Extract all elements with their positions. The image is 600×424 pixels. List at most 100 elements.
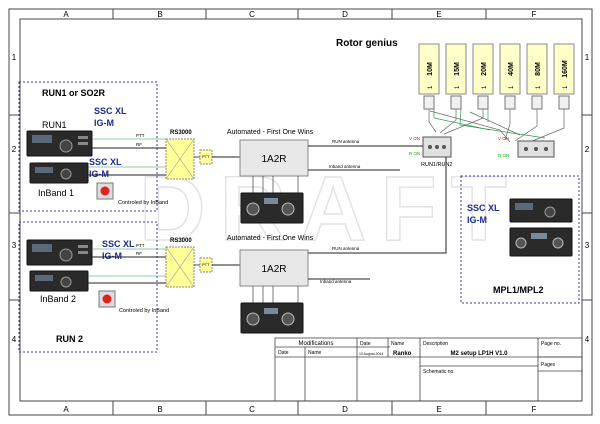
- row-label-1: 1: [12, 53, 17, 62]
- mod-name-header: Name: [308, 350, 322, 356]
- bottom-ptt-label: PTT: [136, 243, 145, 248]
- run2-group-box: [18, 221, 158, 353]
- antenna-band: 15M: [454, 62, 461, 76]
- name-column-header: Name: [391, 341, 405, 347]
- name-value: Ranko: [393, 351, 412, 357]
- top-rf-label: RF: [136, 142, 142, 147]
- run1-amp-label-2: IG-M: [94, 118, 114, 128]
- top-1a2r-label: 1A2R: [261, 154, 286, 165]
- rotor-genius-title: Rotor genius: [336, 38, 398, 49]
- date-value: 10 August 2014: [359, 352, 383, 356]
- switch-label: RUN1/RUN2: [421, 162, 452, 168]
- bottom-run-antenna-label: RUN antenna: [332, 246, 360, 251]
- col-label-f: F: [532, 10, 537, 19]
- description-header: Description: [423, 341, 448, 347]
- bottom-inband-antenna-label: Inband antenna: [320, 279, 352, 284]
- top-ptt-box-label: PTT: [202, 154, 210, 159]
- col-label-c: C: [249, 10, 255, 19]
- top-ptt-label: PTT: [136, 133, 145, 138]
- pages-label: Pages: [541, 362, 556, 368]
- antenna-row: 10M 1 15M 1 20M 1 40M 1 80M 1: [418, 43, 575, 110]
- bottom-rf-label: RF: [136, 251, 142, 256]
- bottom-run-antenna-wire: [308, 157, 447, 254]
- inband1-controlled-label: Controled by InBand: [118, 200, 168, 206]
- antenna-80m: 80M 1: [526, 43, 548, 110]
- column-ticks: [9, 9, 592, 415]
- antenna-relay: [531, 95, 543, 110]
- inband1-stop-button[interactable]: [96, 182, 114, 200]
- run1-amp-label-1: SSC XL: [94, 106, 127, 116]
- run1-run2-switch: RUN1/RUN2 V ON R ON: [409, 136, 452, 168]
- col-label-d-bottom: D: [342, 405, 348, 414]
- antenna-40m: 40M 1: [499, 43, 521, 110]
- antenna-box: [472, 43, 494, 95]
- antenna-relay: [423, 95, 435, 110]
- inband1-amp-label-2: IG-M: [89, 169, 109, 179]
- r-on-left: R ON: [409, 151, 420, 156]
- inband2-stop-button[interactable]: [98, 290, 116, 308]
- run2-amp-label-2: IG-M: [102, 251, 122, 261]
- col-label-f-bottom: F: [532, 405, 537, 414]
- antenna-box: [445, 43, 467, 95]
- antenna-relay: [504, 95, 516, 110]
- top-rs3000-label: RS3000: [170, 130, 192, 136]
- mpl-amp-label-1: SSC XL: [467, 203, 500, 213]
- top-controller-wires: [252, 176, 299, 193]
- bottom-ptt-box-label: PTT: [202, 262, 210, 267]
- top-1a2r-box: [239, 139, 309, 177]
- control-lines-green: [433, 108, 546, 139]
- bottom-1a2r-label: 1A2R: [261, 264, 286, 275]
- bottom-controller-wires: [252, 286, 299, 303]
- antenna-port: 1: [509, 85, 515, 89]
- inband1-amp-label-1: SSC XL: [89, 157, 122, 167]
- top-inband-antenna-label: Inband antenna: [329, 164, 361, 169]
- antenna-relay: [477, 95, 489, 110]
- row-label-4-right: 4: [585, 335, 590, 344]
- date-column-header: Date: [360, 341, 371, 347]
- antenna-10m: 10M 1: [418, 43, 440, 110]
- inband2-controlled-label: Controled by InBand: [119, 308, 169, 314]
- modifications-header: Modifications: [298, 341, 333, 347]
- inband1-radio: [29, 162, 89, 184]
- col-label-b-bottom: B: [157, 405, 162, 414]
- col-label-b: B: [157, 10, 162, 19]
- antenna-port: 1: [563, 85, 569, 89]
- antenna-port: 1: [536, 85, 542, 89]
- top-rf-wires: [88, 147, 166, 176]
- antenna-relay: [450, 95, 462, 110]
- v-on-left: V ON: [409, 136, 420, 141]
- row-label-2-right: 2: [585, 145, 590, 154]
- row-label-1-right: 1: [585, 53, 590, 62]
- col-label-a: A: [63, 10, 69, 19]
- antenna-band: 160M: [562, 60, 569, 78]
- col-label-e-bottom: E: [436, 405, 441, 414]
- v-on-right: V ON: [498, 136, 509, 141]
- antenna-relay: [558, 95, 570, 110]
- row-label-3: 3: [12, 241, 17, 250]
- inband2-radio: [29, 270, 89, 292]
- inband2-radio-label: InBand 2: [40, 294, 76, 304]
- top-1a2r-controller: [240, 192, 304, 224]
- mpl-radio-1: [509, 198, 573, 223]
- antenna-band: 20M: [481, 62, 488, 76]
- antenna-port: 1: [482, 85, 488, 89]
- mpl-label: MPL1/MPL2: [493, 285, 544, 295]
- r-on-right: R ON: [498, 153, 509, 158]
- description-value: M2 setup LP1H V1.0: [450, 351, 508, 357]
- antenna-band: 40M: [508, 62, 515, 76]
- row-label-3-right: 3: [585, 241, 590, 250]
- run2-amp-label-1: SSC XL: [102, 239, 135, 249]
- antenna-box: [553, 43, 575, 95]
- row-label-2: 2: [12, 145, 17, 154]
- bottom-1a2r-box: [239, 249, 309, 287]
- bottom-rs3000-label: RS3000: [170, 238, 192, 244]
- mpl-switch: V ON R ON: [498, 136, 555, 158]
- inband1-radio-label: InBand 1: [38, 188, 74, 198]
- col-label-d: D: [342, 10, 348, 19]
- run1-radio-label: RUN1: [42, 120, 67, 130]
- top-auto-label: Automated - First One Wins: [227, 129, 314, 136]
- bottom-1a2r-controller: [240, 302, 304, 334]
- mpl-amp-label-2: IG-M: [467, 215, 487, 225]
